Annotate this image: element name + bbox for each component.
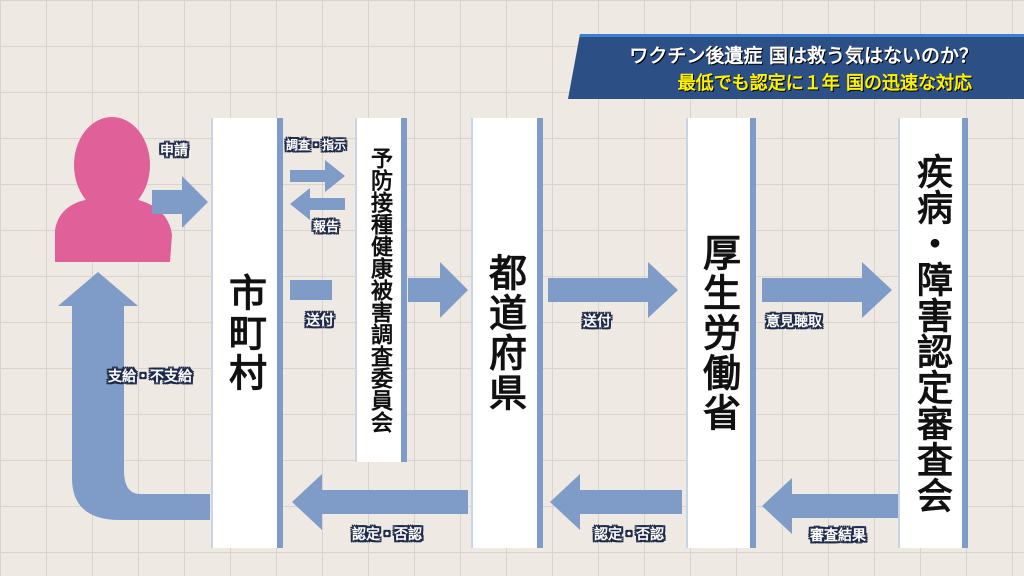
label-result: 審査結果 [810, 528, 866, 544]
label-payment: 支給・不支給 [108, 369, 192, 385]
result-arrow [762, 478, 900, 534]
headline-line1: ワクチン後遺症 国は救う気はないのか？ [629, 45, 978, 67]
municipality-label: 市町村 [222, 273, 267, 393]
box-mhlw: 厚生労働省 [688, 118, 756, 548]
payment-arrow [58, 272, 210, 520]
apply-arrow [152, 176, 208, 228]
approve-arrow-1 [292, 474, 468, 530]
committee-label: 予防接種健康被害調査委員会 [367, 147, 392, 433]
label-approve-2: 認定・否認 [594, 527, 664, 543]
box-council: 疾病・障害認定審査会 [900, 118, 968, 548]
label-send-1: 送付 [306, 313, 334, 329]
prefecture-label: 都道府県 [482, 253, 527, 413]
approve-arrow-2 [550, 474, 682, 530]
headline-banner: ワクチン後遺症 国は救う気はないのか？ 最低でも認定に１年 国の迅速な対応 [568, 34, 1024, 99]
label-hearing: 意見聴取 [766, 314, 822, 330]
send-bar [290, 280, 332, 300]
box-committee: 予防接種健康被害調査委員会 [357, 118, 407, 462]
send-arrow-1 [408, 262, 468, 318]
council-label: 疾病・障害認定審査会 [911, 153, 952, 513]
box-prefecture: 都道府県 [473, 118, 543, 548]
label-apply: 申請 [160, 143, 188, 159]
headline-line2: 最低でも認定に１年 国の迅速な対応 [677, 73, 972, 94]
send-arrow-2 [548, 262, 678, 318]
person-icon [55, 117, 172, 262]
label-report: 報告 [313, 220, 340, 235]
investigate-arrow [290, 160, 345, 192]
label-send-2: 送付 [583, 314, 611, 330]
label-approve-1: 認定・否認 [352, 527, 422, 543]
mhlw-label: 厚生労働省 [696, 233, 741, 433]
hearing-arrow [762, 262, 892, 318]
label-investigate: 調査・指示 [286, 138, 347, 152]
report-arrow [290, 188, 345, 220]
box-municipality: 市町村 [213, 118, 283, 548]
